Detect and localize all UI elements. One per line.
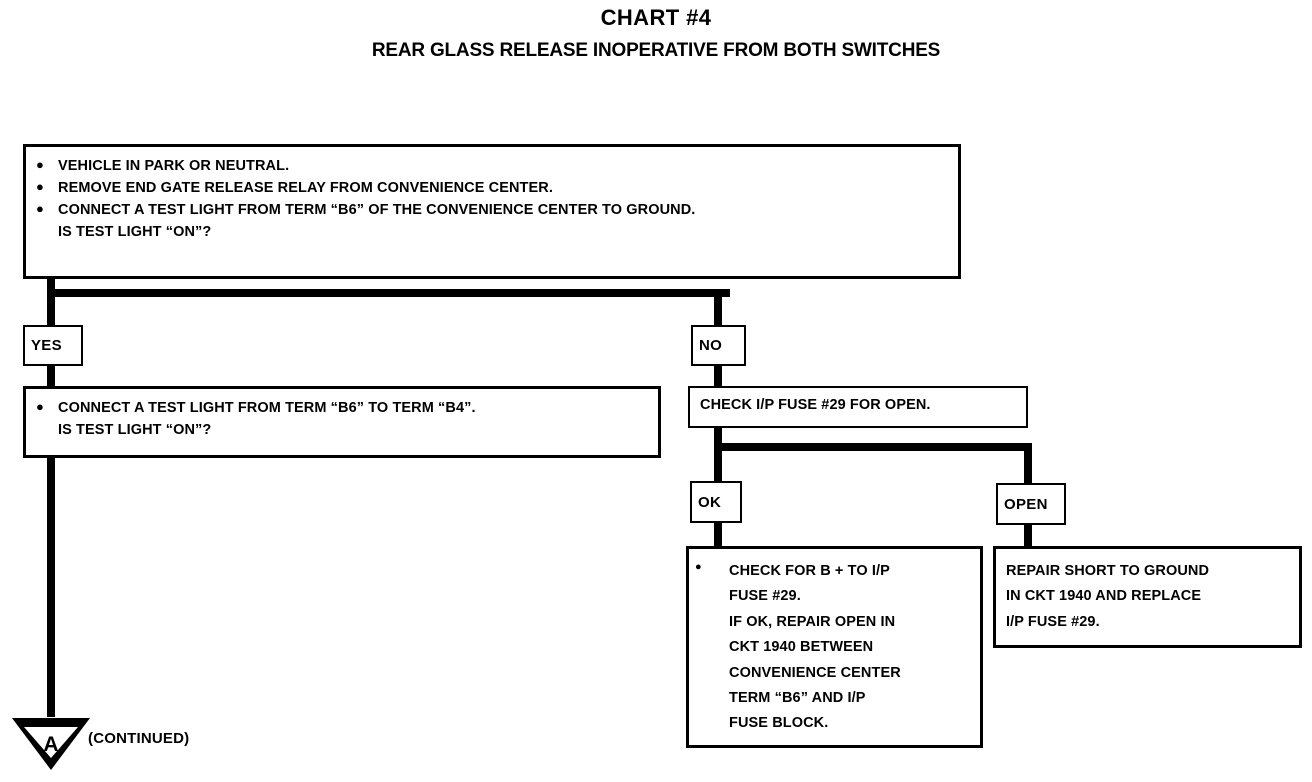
connector-yes-no-bus	[47, 289, 730, 297]
start-box-bullet-2-text: REMOVE END GATE RELEASE RELAY FROM CONVE…	[58, 180, 553, 197]
label-no: NO	[691, 325, 746, 366]
bullet-icon: ●	[36, 179, 44, 195]
bullet-icon: ●	[36, 399, 44, 414]
label-ok: OK	[690, 481, 742, 523]
connector-ok-to-box	[714, 521, 722, 549]
ok-result-box: ● CHECK FOR B + TO I/P FUSE #29. IF OK, …	[686, 546, 983, 748]
start-box-bullet-3-text: CONNECT A TEST LIGHT FROM TERM “B6” OF T…	[58, 202, 696, 241]
bullet-icon: ●	[36, 201, 44, 217]
ok-result-bullet-1: ● CHECK FOR B + TO I/P FUSE #29. IF OK, …	[695, 559, 970, 737]
open-result-text: REPAIR SHORT TO GROUND IN CKT 1940 AND R…	[1006, 563, 1210, 630]
label-yes: YES	[23, 325, 83, 366]
connector-open-to-box	[1024, 523, 1032, 549]
no-branch-text: CHECK I/P FUSE #29 FOR OPEN.	[700, 397, 931, 413]
connector-ok-open-bus	[714, 443, 1032, 451]
label-ok-text: OK	[698, 493, 722, 511]
connector-drop-to-open	[1024, 443, 1032, 483]
connector-drop-to-yes	[47, 289, 55, 325]
label-yes-text: YES	[31, 337, 62, 354]
open-result-box: REPAIR SHORT TO GROUND IN CKT 1940 AND R…	[993, 546, 1302, 648]
page-subtitle: REAR GLASS RELEASE INOPERATIVE FROM BOTH…	[371, 40, 941, 61]
connector-yes-to-continued	[47, 458, 55, 717]
label-open-text: OPEN	[1004, 495, 1048, 513]
start-box-bullet-3: ● CONNECT A TEST LIGHT FROM TERM “B6” OF…	[36, 199, 948, 243]
yes-branch-bullet-1: ● CONNECT A TEST LIGHT FROM TERM “B6” TO…	[36, 397, 648, 441]
continued-label: (CONTINUED)	[88, 730, 190, 747]
connector-no-box-stub	[714, 428, 722, 450]
connector-a-triangle: A	[10, 714, 92, 772]
bullet-icon: ●	[36, 157, 44, 172]
connector-no-to-box	[714, 364, 722, 386]
connector-a-letter: A	[43, 733, 58, 756]
start-box-bullet-1-text: VEHICLE IN PARK OR NEUTRAL.	[58, 158, 290, 174]
start-box-bullet-2: ● REMOVE END GATE RELEASE RELAY FROM CON…	[36, 177, 948, 199]
yes-branch-bullet-1-text: CONNECT A TEST LIGHT FROM TERM “B6” TO T…	[58, 400, 476, 439]
page-title: CHART #4	[600, 5, 712, 30]
bullet-icon: ●	[695, 561, 702, 573]
connector-yes-to-box	[47, 364, 55, 386]
label-no-text: NO	[699, 337, 723, 354]
ok-result-bullet-1-text: CHECK FOR B + TO I/P FUSE #29. IF OK, RE…	[729, 563, 901, 732]
connector-drop-to-no	[714, 289, 722, 325]
start-box: ● VEHICLE IN PARK OR NEUTRAL. ● REMOVE E…	[23, 144, 961, 279]
start-box-bullet-1: ● VEHICLE IN PARK OR NEUTRAL.	[36, 155, 948, 177]
no-branch-box: CHECK I/P FUSE #29 FOR OPEN.	[688, 386, 1028, 428]
connector-drop-to-ok	[714, 443, 722, 483]
yes-branch-box: ● CONNECT A TEST LIGHT FROM TERM “B6” TO…	[23, 386, 661, 458]
label-open: OPEN	[996, 483, 1066, 525]
